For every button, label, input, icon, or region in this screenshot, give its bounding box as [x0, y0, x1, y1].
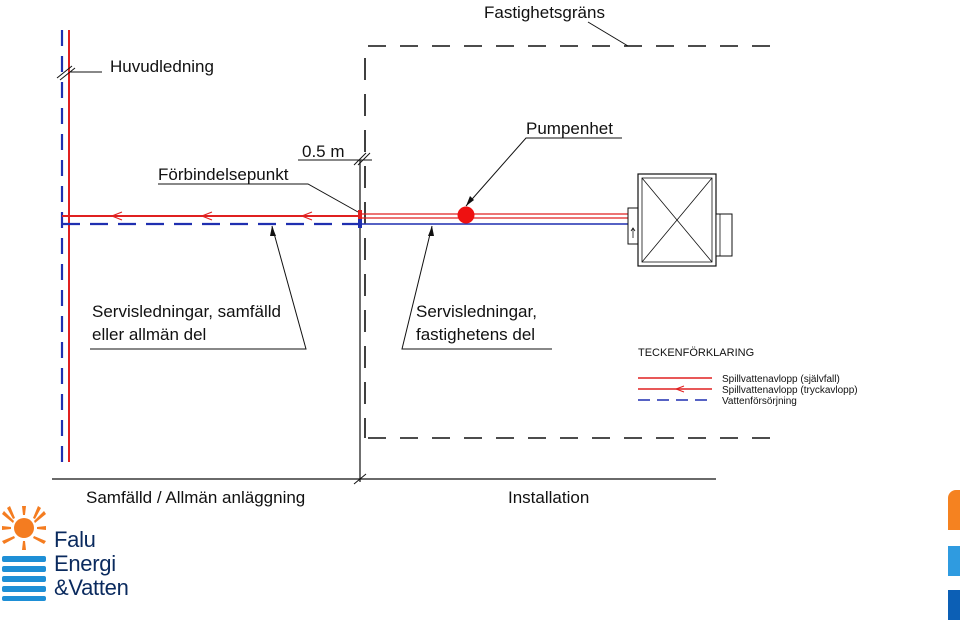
- flow-arrow-icon: [200, 211, 213, 221]
- logo-wordmark: Falu Energi &Vatten: [54, 528, 129, 600]
- main-line-label: Huvudledning: [110, 57, 214, 76]
- property-boundary: [364, 21, 778, 439]
- building-box-icon: [627, 173, 733, 267]
- legend: TECKENFÖRKLARING Spillvattenavlopp (själ…: [638, 347, 858, 407]
- legend-item-label: Spillvattenavlopp (tryckavlopp): [722, 385, 858, 396]
- logo-line-3: &Vatten: [54, 575, 129, 600]
- property-boundary-label: Fastighetsgräns: [484, 3, 605, 22]
- pump-leader: [465, 137, 622, 207]
- connection-point-label: Förbindelsepunkt: [158, 165, 289, 184]
- property-boundary-leader: [587, 21, 629, 47]
- pump-dot-icon: [457, 206, 475, 224]
- corner-block-blue-light: [948, 546, 960, 576]
- connection-point-leader: [158, 183, 359, 213]
- main-line-tick: [56, 65, 73, 79]
- logo-line-2: Energi: [54, 551, 116, 576]
- service-shared-label-1: Servisledningar, samfälld: [92, 302, 281, 321]
- legend-item-label: Vattenförsörjning: [722, 396, 797, 407]
- service-shared-leader: [90, 225, 307, 350]
- pump-unit-label: Pumpenhet: [526, 119, 613, 138]
- service-property-label-1: Servisledningar,: [416, 302, 537, 321]
- zone-public-label: Samfälld / Allmän anläggning: [86, 488, 305, 507]
- legend-item-label: Spillvattenavlopp (självfall): [722, 374, 840, 385]
- distance-label: 0.5 m: [302, 142, 345, 161]
- distance-dimension: [298, 152, 372, 166]
- connection-point-water: [358, 219, 362, 228]
- service-lines-shared: [62, 211, 360, 226]
- flow-arrow-icon: [110, 211, 123, 221]
- logo-line-1: Falu: [54, 527, 96, 552]
- zone-installation-label: Installation: [508, 488, 589, 507]
- legend-title: TECKENFÖRKLARING: [638, 347, 754, 359]
- flow-arrow-icon: [300, 211, 313, 221]
- service-property-label-2: fastighetens del: [416, 325, 535, 344]
- company-logo: Falu Energi &Vatten: [2, 506, 162, 606]
- sun-over-water-icon: [2, 506, 46, 601]
- corner-block-blue-dark: [948, 590, 960, 620]
- main-line: [56, 30, 102, 462]
- connection-point-sewer: [358, 210, 362, 219]
- service-shared-label-2: eller allmän del: [92, 325, 206, 344]
- corner-block-orange: [948, 490, 960, 530]
- service-property-leader: [401, 225, 552, 350]
- service-lines-property: [362, 213, 628, 225]
- flow-arrow-icon: [674, 385, 685, 393]
